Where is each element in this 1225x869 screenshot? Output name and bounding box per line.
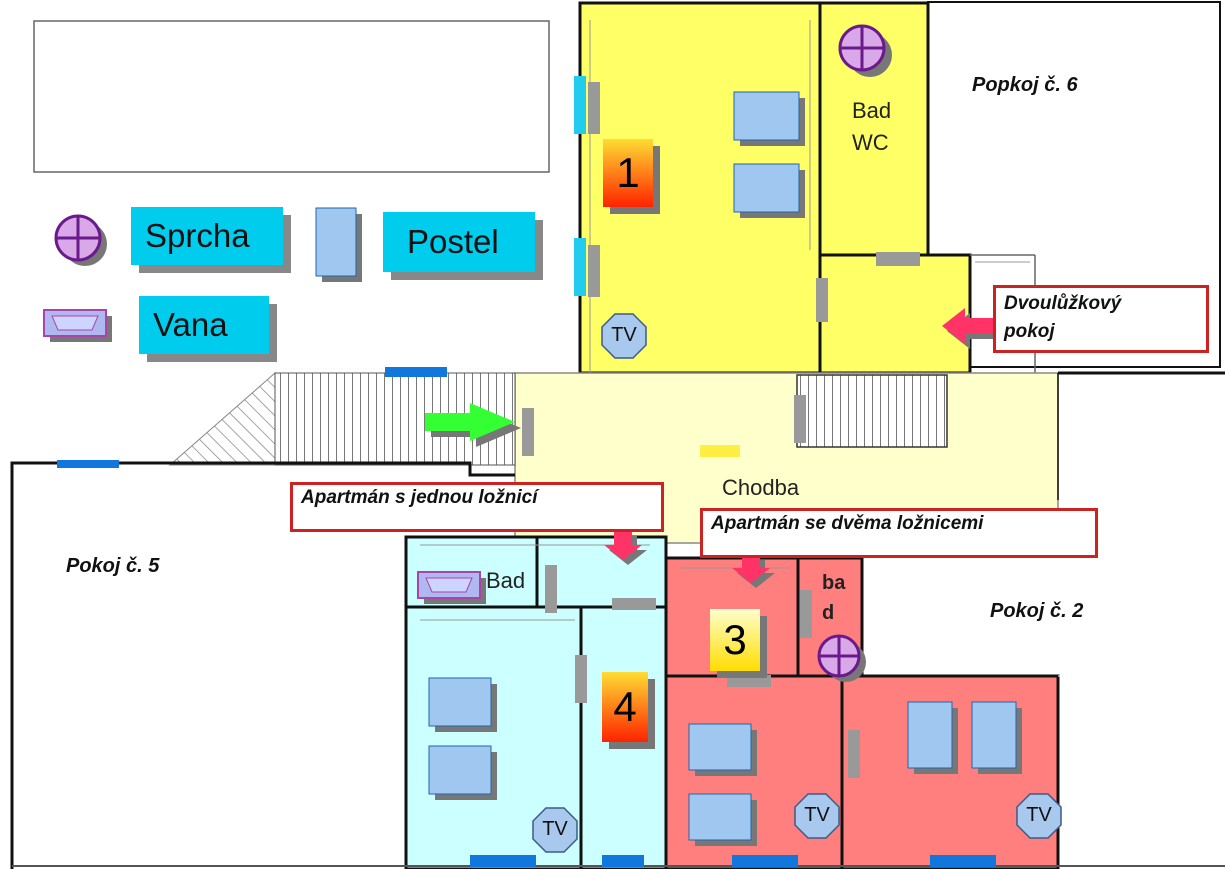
stairs-diagonal <box>168 371 276 466</box>
beds <box>428 91 1022 846</box>
bath-wc-room <box>818 1 930 257</box>
bath-label-apartment3-line2: d <box>822 602 835 624</box>
two-bedroom-callout-text: Apartmán se dvěma ložnicemi <box>711 513 984 534</box>
bed-icon <box>315 207 357 277</box>
bath-label: Bad <box>852 98 892 123</box>
top-left-frame <box>33 20 550 173</box>
tv-label-room1: TV <box>611 324 637 346</box>
bathtub-icon <box>43 309 107 337</box>
room6-title: Popkoj č. 6 <box>972 74 1078 96</box>
tv-label-apartment4: TV <box>542 818 568 840</box>
double-room-callout-line2: pokoj <box>1004 321 1055 342</box>
legend-bed-label: Postel <box>383 212 535 272</box>
doors <box>522 82 920 778</box>
one-bedroom-callout-text: Apartmán s jednou ložnicí <box>301 487 538 508</box>
room2-title: Pokoj č. 2 <box>990 600 1084 622</box>
double-room-arrow <box>942 308 995 344</box>
legend-shower-label: Sprcha <box>131 207 283 265</box>
stairs-corridor <box>796 374 948 448</box>
windows <box>57 76 996 867</box>
corridor-label: Chodba <box>722 475 800 500</box>
room-number-1: 1 <box>616 149 640 196</box>
entrance-arrow <box>425 403 515 441</box>
room5-title: Pokoj č. 5 <box>66 555 160 577</box>
tv-icons <box>532 313 1062 853</box>
room-number-4: 4 <box>613 683 637 730</box>
wc-label: WC <box>852 130 889 155</box>
bath-label-apartment4: Bad <box>486 568 526 593</box>
room-number-3: 3 <box>723 616 747 663</box>
corridor-marker <box>700 445 740 457</box>
tv-label-apartment3-bedroom1: TV <box>804 804 830 826</box>
double-room-entry <box>818 253 972 375</box>
two-bedroom-arrow <box>732 555 770 583</box>
tv-label-apartment3-bedroom2: TV <box>1026 804 1052 826</box>
legend-bathtub-label: Vana <box>139 296 269 354</box>
bath-label-apartment3-line1: ba <box>822 572 846 594</box>
one-bedroom-callout: Apartmán s jednou ložnicí <box>290 482 664 532</box>
double-room-callout-line1: Dvoulůžkový <box>1004 293 1122 314</box>
double-room-callout: Dvoulůžkový pokoj <box>993 285 1209 353</box>
one-bedroom-arrow <box>604 531 642 560</box>
two-bedroom-callout: Apartmán se dvěma ložnicemi <box>700 508 1098 558</box>
